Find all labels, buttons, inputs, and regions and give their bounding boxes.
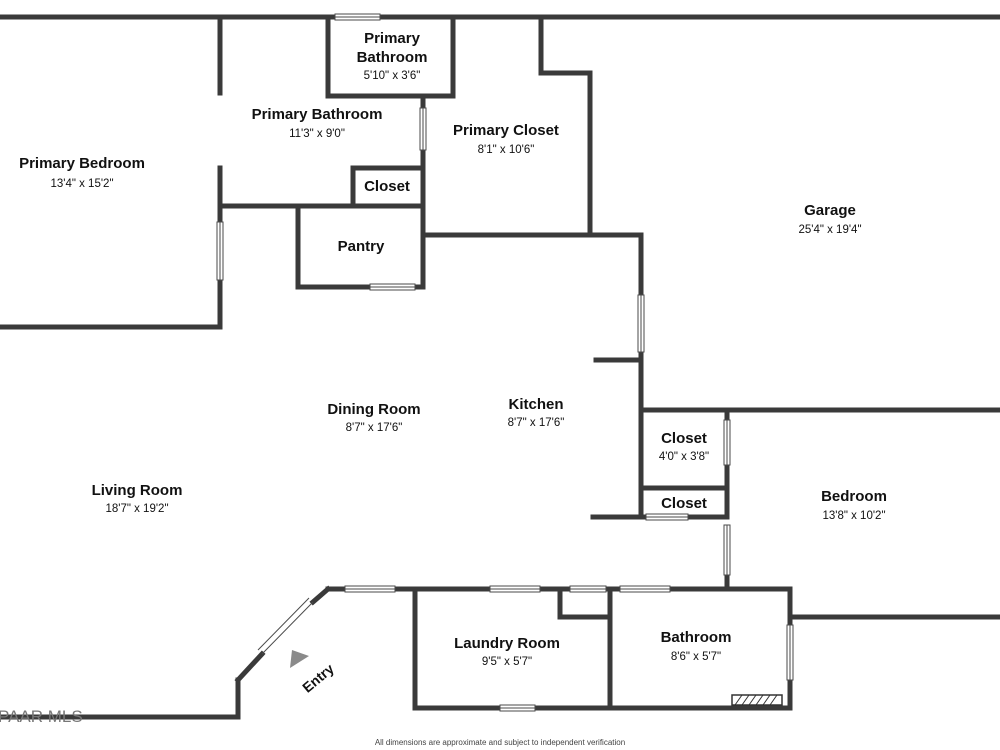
entry-arrow-icon	[290, 650, 309, 668]
label-living-room: Living Room	[92, 482, 183, 499]
dims-living-room: 18'7" x 19'2"	[105, 503, 168, 515]
label-primary-bathroom-small-2: Bathroom	[357, 49, 428, 66]
entry-label: Entry	[299, 660, 337, 695]
dims-kitchen: 8'7" x 17'6"	[508, 417, 565, 429]
dims-closet-a: 4'0" x 3'8"	[659, 451, 709, 463]
room-labels: Primary Bedroom 13'4" x 15'2" Primary Ba…	[19, 30, 887, 696]
dims-laundry-room: 9'5" x 5'7"	[482, 656, 532, 668]
label-primary-closet: Primary Closet	[453, 122, 559, 139]
label-laundry-room: Laundry Room	[454, 635, 560, 652]
label-closet-primary: Closet	[364, 178, 410, 195]
label-bathroom: Bathroom	[661, 629, 732, 646]
dims-primary-bathroom-small: 5'10" x 3'6"	[364, 70, 421, 82]
label-garage: Garage	[804, 202, 856, 219]
label-kitchen: Kitchen	[508, 396, 563, 413]
dims-primary-bathroom: 11'3" x 9'0"	[289, 128, 345, 140]
label-dining-room: Dining Room	[327, 401, 420, 418]
label-closet-b: Closet	[661, 495, 707, 512]
dims-garage: 25'4" x 19'4"	[798, 224, 861, 236]
dims-dining-room: 8'7" x 17'6"	[346, 422, 403, 434]
walls	[0, 14, 1000, 720]
disclaimer: All dimensions are approximate and subje…	[375, 738, 625, 747]
label-primary-bathroom: Primary Bathroom	[252, 106, 383, 123]
label-primary-bedroom: Primary Bedroom	[19, 155, 145, 172]
label-closet-a: Closet	[661, 430, 707, 447]
dims-primary-bedroom: 13'4" x 15'2"	[50, 178, 113, 190]
watermark: PAAR MLS	[0, 707, 83, 726]
windows	[216, 13, 794, 712]
dims-bedroom: 13'8" x 10'2"	[822, 510, 885, 522]
dims-primary-closet: 8'1" x 10'6"	[478, 144, 535, 156]
dims-bathroom: 8'6" x 5'7"	[671, 651, 721, 663]
label-bedroom: Bedroom	[821, 488, 887, 505]
label-primary-bathroom-small-1: Primary	[364, 30, 421, 47]
label-pantry: Pantry	[338, 238, 385, 255]
